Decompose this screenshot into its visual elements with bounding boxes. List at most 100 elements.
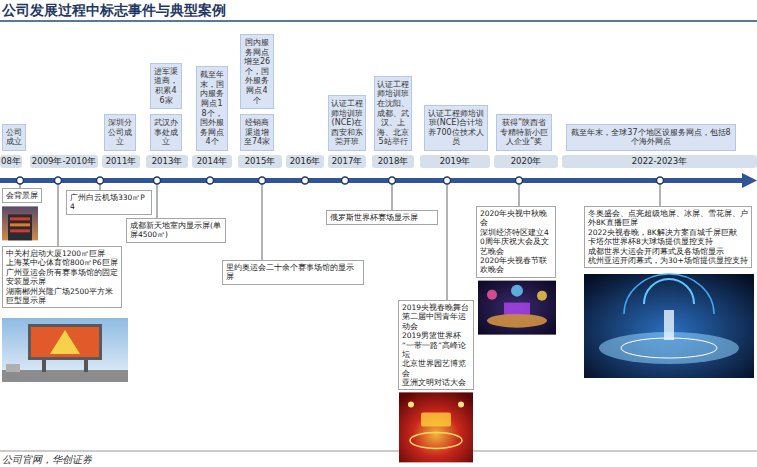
milestone-box: 深圳分公司成立 bbox=[104, 114, 136, 151]
photo-screen bbox=[31, 327, 99, 357]
photo-pole bbox=[42, 358, 46, 372]
case-text: 冬奥盛会、点亮超级地屏、冰屏、雪花屏、户外8K直播巨屏 bbox=[588, 209, 748, 228]
milestone-box: 经销商渠道增至74家 bbox=[240, 114, 274, 151]
photo-screen bbox=[10, 223, 30, 226]
milestone-box: 武汉办事处成立 bbox=[150, 114, 182, 151]
milestone-box: 截至年末，国内服务网点18个，国外服务网点4个 bbox=[196, 66, 228, 151]
milestone-text: 截至年末，全球37个地区设服务网点，包括8个海外网点 bbox=[569, 128, 733, 147]
milestone-box: 公司成立 bbox=[2, 124, 26, 151]
year-label: 2014年 bbox=[192, 155, 232, 168]
photo-stage bbox=[584, 274, 754, 378]
timeline-dot bbox=[444, 177, 451, 184]
year-label: 2011年 bbox=[102, 155, 140, 168]
milestone-text: 进军渠道商，积累46家 bbox=[153, 67, 179, 105]
photo-sky bbox=[2, 318, 128, 382]
timeline-dot bbox=[259, 177, 266, 184]
timeline-bar bbox=[0, 178, 744, 183]
year-label: 2017年 bbox=[328, 155, 366, 168]
timeline-dot bbox=[55, 177, 62, 184]
year-label: 2020年 bbox=[494, 155, 558, 168]
timeline-dot bbox=[97, 177, 104, 184]
source-caption: 公司官网，华创证券 bbox=[2, 453, 92, 467]
case-text: 亚洲文明对话大会 bbox=[402, 378, 470, 387]
case-text: 俄罗斯世界杯赛场显示屏 bbox=[330, 213, 434, 222]
photo-stage bbox=[478, 281, 556, 335]
case-text: 里约奥运会二十余个赛事场馆的显示屏 bbox=[226, 263, 360, 282]
case-text: 卡塔尔世界杯8大球场提供显控支持 bbox=[588, 237, 748, 246]
case-box: 中关村启动大厦1200㎡巨屏上海某中心体育馆800㎡P6巨屏广州亚运会所有赛事场… bbox=[2, 246, 122, 308]
case-text: 第二届中国青年运动会 bbox=[402, 312, 470, 331]
photo-ring bbox=[410, 432, 462, 448]
case-box: 冬奥盛会、点亮超级地屏、冰屏、雪花屏、户外8K直播巨屏2022央视春晚，8K解决… bbox=[584, 206, 752, 268]
photo-firework bbox=[487, 290, 497, 300]
photo-car bbox=[6, 364, 20, 372]
case-text: 深圳经济特区建立40周年庆祝大会及文艺晚会 bbox=[480, 228, 552, 256]
milestone-box: 获得“陕西省专精特新小巨人企业”奖 bbox=[496, 114, 552, 151]
photo-frame bbox=[28, 324, 102, 360]
case-text: 会背景屏 bbox=[6, 191, 38, 200]
year-box: 2016年 bbox=[286, 155, 324, 168]
year-label: 2018年 bbox=[372, 155, 414, 168]
case-text: 成都世界大运会开闭幕式及各场馆显示 bbox=[588, 247, 748, 256]
timeline-dot bbox=[657, 177, 664, 184]
timeline-dot bbox=[154, 177, 161, 184]
year-label: 2013年 bbox=[146, 155, 188, 168]
case-text: 北京世界园艺博览会 bbox=[402, 359, 470, 378]
photo-firework bbox=[537, 291, 547, 301]
year-box: 2011年 bbox=[102, 155, 140, 168]
chart-title: 公司发展过程中标志事件与典型案例 bbox=[2, 2, 226, 20]
year-box: 2017年 bbox=[328, 155, 366, 168]
year-box: 2022-2023年 bbox=[562, 155, 757, 168]
timeline-dot bbox=[17, 177, 24, 184]
case-box: 俄罗斯世界杯赛场显示屏 bbox=[326, 210, 438, 225]
milestone-text: 公司成立 bbox=[5, 128, 23, 147]
case-box: 广州白云机场330㎡P4 bbox=[66, 190, 152, 215]
milestone-box: 国内服务网点增至26个，国外服务网点4个 bbox=[240, 34, 274, 109]
leader-line bbox=[157, 184, 158, 218]
milestone-text: 武汉办事处成立 bbox=[153, 118, 179, 147]
milestone-text: 国内服务网点增至26个，国外服务网点4个 bbox=[243, 38, 271, 105]
caption-rule bbox=[0, 451, 757, 452]
timeline-arrowhead bbox=[742, 173, 757, 188]
case-text: 广州亚运会所有赛事场馆的固定安装显示屏 bbox=[6, 268, 118, 287]
year-label: 2015年 bbox=[238, 155, 282, 168]
milestone-text: 认证工程师培训班(NCE)在西安和东莞开班 bbox=[331, 99, 363, 147]
milestone-text: 认证工程师培训班在沈阳、成都、武汉、上海、北京5站举行 bbox=[377, 80, 409, 147]
leader-line bbox=[519, 184, 520, 206]
photo-light bbox=[408, 401, 414, 407]
case-text: 2020年央视春节联欢晚会 bbox=[480, 256, 552, 275]
title-rule bbox=[0, 20, 757, 22]
year-box: 2013年 bbox=[146, 155, 188, 168]
year-label: 2019年 bbox=[420, 155, 490, 168]
case-text: 上海某中心体育馆800㎡P6巨屏 bbox=[6, 258, 118, 267]
photo-arc bbox=[644, 279, 694, 304]
photo-sky bbox=[2, 206, 38, 240]
case-text: 杭州亚运开闭幕式，为30+场馆提供显控支持 bbox=[588, 256, 748, 265]
case-text: “一带一路”高峰论坛 bbox=[402, 341, 470, 360]
case-text: 2022央视春晚，8K解决方案百城千屏巨献 bbox=[588, 228, 748, 237]
milestone-box: 认证工程师培训班在沈阳、成都、武汉、上海、北京5站举行 bbox=[374, 76, 412, 151]
photo-stage bbox=[399, 392, 473, 462]
timeline-dot bbox=[207, 177, 214, 184]
case-text: 中关村启动大厦1200㎡巨屏 bbox=[6, 249, 118, 258]
year-label: 2016年 bbox=[286, 155, 324, 168]
case-box: 会背景屏 bbox=[2, 188, 42, 203]
case-text: 湖南郴州兴隆广场2500平方米巨型显示屏 bbox=[6, 287, 118, 306]
year-box: 2018年 bbox=[372, 155, 414, 168]
photo-screen bbox=[421, 412, 451, 426]
case-box: 2019央视春晚舞台第二届中国青年运动会2019男篮世界杯“一带一路”高峰论坛北… bbox=[398, 300, 474, 390]
year-box: 2020年 bbox=[494, 155, 558, 168]
milestone-text: 深圳分公司成立 bbox=[107, 118, 133, 147]
year-box: 2014年 bbox=[192, 155, 232, 168]
photo-ring bbox=[621, 338, 717, 358]
ceremony-photo bbox=[584, 274, 754, 378]
case-text: 2019央视春晚舞台 bbox=[402, 303, 470, 312]
timeline-dot bbox=[516, 177, 523, 184]
milestone-text: 经销商渠道增至74家 bbox=[243, 118, 271, 147]
photo-emblem bbox=[50, 330, 80, 354]
case-box: 成都新天地室内显示屏(单屏4500㎡) bbox=[126, 218, 226, 243]
gala-photo bbox=[478, 281, 556, 335]
photo-screen bbox=[10, 229, 30, 232]
timeline-dot bbox=[342, 177, 349, 184]
leader-line bbox=[392, 184, 393, 210]
